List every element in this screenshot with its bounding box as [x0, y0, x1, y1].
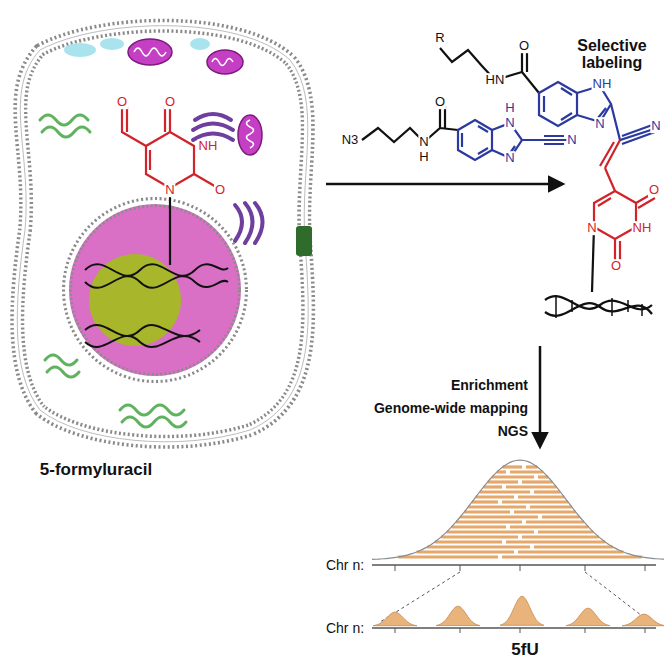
atom-label: HN — [485, 73, 506, 87]
atom-label: NH — [198, 139, 219, 153]
read — [468, 505, 526, 508]
read — [538, 530, 593, 533]
atom-label: O — [214, 183, 226, 197]
read — [530, 505, 572, 508]
read — [542, 515, 580, 518]
read — [522, 535, 599, 538]
read — [480, 490, 530, 493]
read — [452, 525, 506, 528]
read — [417, 550, 514, 553]
formyluracil-structure — [122, 104, 218, 265]
atom-label: O — [116, 95, 128, 109]
organelles — [40, 38, 263, 427]
atom-label: NH — [592, 77, 613, 91]
peak — [436, 606, 480, 625]
read — [398, 555, 498, 558]
read — [464, 510, 510, 513]
atom-label: N — [504, 116, 515, 130]
read — [502, 465, 522, 468]
peak — [566, 608, 610, 625]
channel — [296, 226, 312, 256]
read — [441, 535, 518, 538]
read — [502, 555, 642, 558]
peaks — [373, 596, 664, 625]
reaction-arrow — [326, 183, 562, 186]
step-label: Enrichment — [451, 378, 528, 393]
peak — [622, 614, 664, 626]
axis-label: Chr n: — [325, 621, 365, 636]
title-label: 5-formyluracil — [40, 461, 152, 479]
read — [514, 510, 576, 513]
read — [492, 475, 534, 478]
read — [460, 515, 538, 518]
read — [534, 545, 613, 548]
atom-label: N — [504, 151, 515, 165]
atom-label: N — [594, 117, 605, 131]
peak-outline — [372, 460, 664, 559]
read — [447, 530, 534, 533]
cell — [17, 26, 312, 442]
product-structure — [440, 48, 657, 318]
step-label: Genome-wide mapping — [374, 401, 528, 416]
step-label: NGS — [498, 424, 528, 439]
read — [427, 545, 530, 548]
atom-label: O — [434, 95, 446, 109]
read — [456, 520, 522, 523]
read — [510, 525, 588, 528]
atom-label: R — [434, 31, 445, 45]
atom-label: N — [418, 135, 429, 149]
atom-label: N — [164, 183, 175, 197]
peak — [500, 596, 544, 625]
read — [435, 540, 502, 543]
read — [488, 480, 518, 483]
atom-label: H — [504, 101, 515, 115]
atom-label: NH — [632, 221, 653, 235]
atom-label: N — [650, 119, 661, 133]
atom-label: H — [418, 150, 429, 164]
read — [502, 500, 568, 503]
read — [534, 490, 560, 493]
atom-label: O — [648, 183, 660, 197]
read — [506, 485, 556, 488]
step-label: Selective labeling — [564, 38, 660, 72]
read — [484, 485, 502, 488]
workflow-arrow — [539, 346, 542, 446]
reagent-structure — [362, 104, 568, 160]
read — [506, 540, 605, 543]
axis-label: Chr n: — [325, 558, 365, 573]
read — [476, 495, 514, 498]
read-pileup — [372, 460, 664, 559]
result-label: 5fU — [511, 641, 538, 659]
read — [526, 520, 584, 523]
read — [522, 480, 552, 483]
read — [518, 495, 564, 498]
read — [510, 470, 543, 473]
peak — [373, 612, 417, 626]
nucleus — [67, 202, 243, 378]
atom-label: N — [586, 221, 597, 235]
atom-label: N — [566, 133, 577, 147]
atom-label: O — [518, 39, 530, 53]
read — [518, 550, 623, 553]
atom-label: N3 — [341, 133, 360, 147]
atom-label: O — [610, 259, 622, 273]
read — [472, 500, 498, 503]
atom-label: O — [164, 95, 176, 109]
chromosome-axes — [372, 565, 656, 633]
